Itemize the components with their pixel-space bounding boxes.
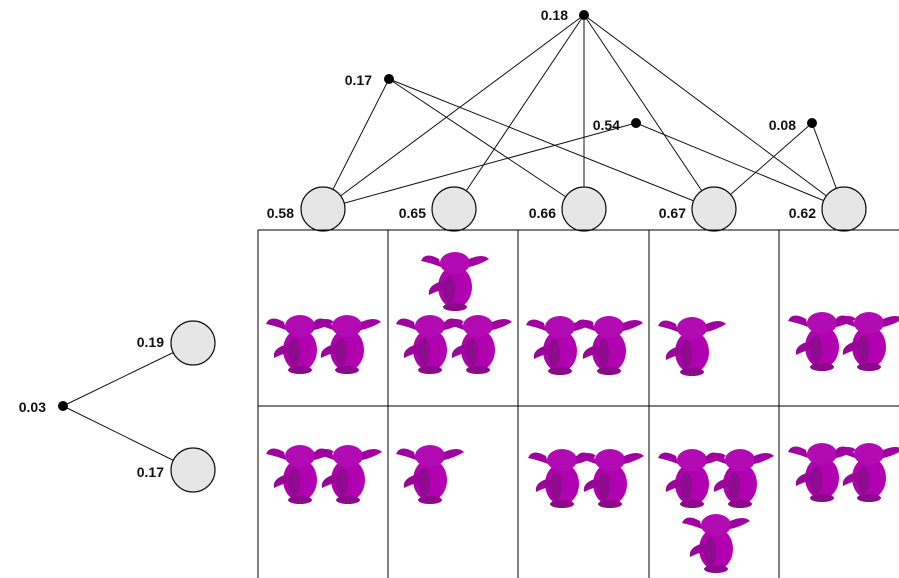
mid-node-3 — [807, 118, 817, 128]
top-root-node — [579, 10, 589, 20]
mid-node-2-label: 0.54 — [593, 117, 620, 133]
column-circle-3 — [561, 186, 607, 232]
edge-mid1-col3 — [388, 78, 585, 210]
cell-r1-c3 — [526, 316, 643, 375]
cell-r2-c5 — [788, 443, 899, 502]
row-circle-1-label: 0.19 — [137, 334, 164, 350]
edge-mid2-col1 — [322, 122, 637, 210]
edge-mid1-col4 — [388, 78, 715, 210]
top-tree-edges — [322, 14, 845, 210]
figure-3d-model — [314, 445, 382, 504]
cell-r2-c3 — [528, 449, 644, 508]
column-circle-5-label: 0.62 — [789, 205, 816, 221]
row-circle-2-label: 0.17 — [137, 464, 164, 480]
row-circle-1 — [170, 320, 216, 366]
column-circle-3-label: 0.66 — [529, 205, 556, 221]
figure-3d-model — [835, 312, 899, 371]
top-tree-nodes: 0.18 0.17 0.54 0.08 0.58 0.65 0.66 0.67 … — [267, 7, 867, 232]
cell-r2-c2 — [396, 445, 464, 504]
result-grid — [257, 229, 899, 578]
left-tree-edges — [62, 342, 194, 471]
top-root-label: 0.18 — [541, 7, 568, 23]
edge-mid1-col1 — [322, 78, 390, 210]
row-circle-2 — [170, 447, 216, 493]
column-circle-2-label: 0.65 — [399, 205, 426, 221]
figure-3d-model — [706, 449, 774, 508]
edge-root-col4 — [583, 14, 715, 210]
cell-r1-c5 — [788, 312, 899, 371]
column-circle-1-label: 0.58 — [267, 205, 294, 221]
figure-3d-model — [682, 514, 750, 573]
figure-3d-model — [421, 252, 489, 311]
edge-left-root-row2 — [62, 405, 194, 471]
figure-3d-model — [444, 315, 512, 374]
figure-3d-model — [835, 443, 899, 502]
edge-left-root-row1 — [62, 342, 194, 407]
column-circle-1 — [300, 186, 346, 232]
mid-node-1-label: 0.17 — [345, 72, 372, 88]
figure-3d-model — [313, 315, 381, 374]
left-tree-nodes: 0.03 0.19 0.17 — [19, 320, 216, 493]
edge-root-col5 — [583, 14, 845, 210]
mid-node-1 — [384, 74, 394, 84]
column-circle-5 — [821, 186, 867, 232]
edge-root-col1 — [322, 14, 585, 210]
edge-root-col2 — [453, 14, 585, 210]
left-root-node — [58, 401, 68, 411]
column-circle-4 — [691, 186, 737, 232]
cell-r1-c4 — [658, 317, 726, 376]
cell-r1-c1 — [266, 315, 381, 374]
mid-node-2 — [631, 118, 641, 128]
left-root-label: 0.03 — [19, 399, 46, 415]
cell-r1-c2 — [396, 252, 512, 374]
edge-mid2-col5 — [635, 122, 845, 210]
figure-3d-model — [658, 317, 726, 376]
cell-r2-c1 — [266, 445, 382, 504]
mid-node-3-label: 0.08 — [769, 117, 796, 133]
cell-r2-c4 — [658, 449, 774, 573]
column-circle-2 — [431, 186, 477, 232]
figure-3d-model — [396, 445, 464, 504]
figure-3d-model — [575, 316, 643, 375]
figure-3d-model — [576, 449, 644, 508]
column-circle-4-label: 0.67 — [659, 205, 686, 221]
